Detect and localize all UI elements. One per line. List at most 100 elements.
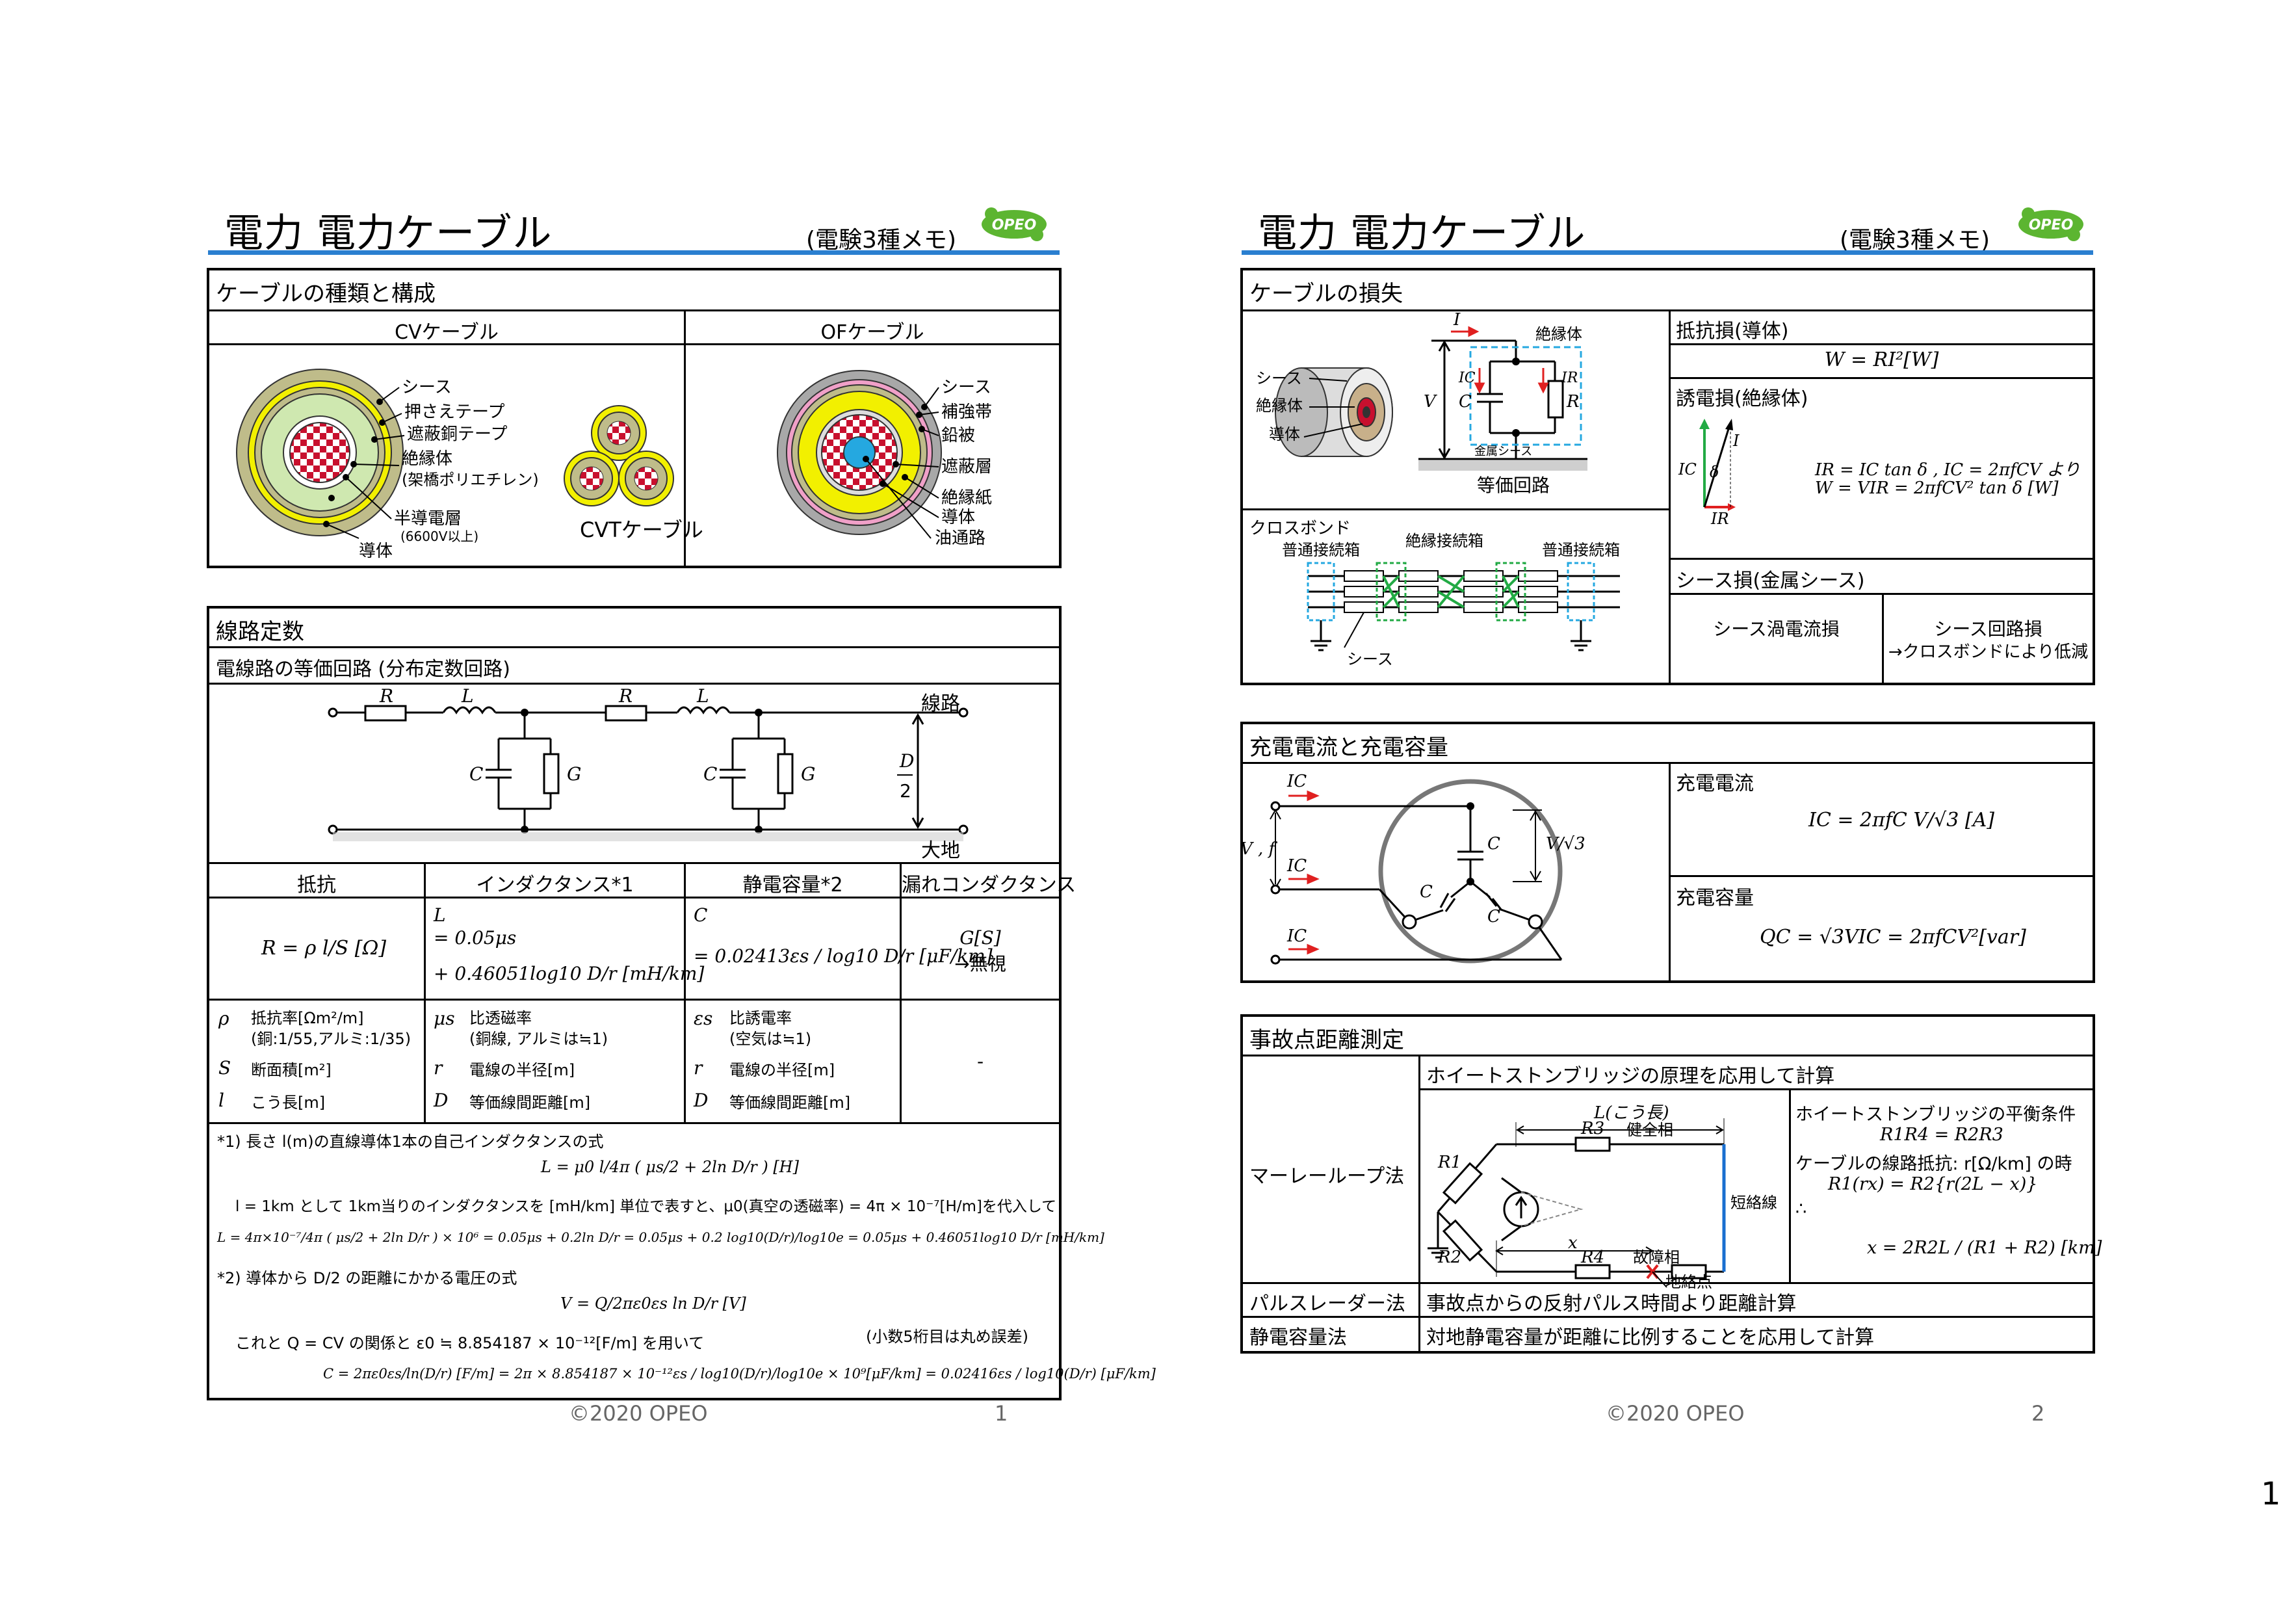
charging-box: 充電電流と充電容量	[1240, 722, 2095, 983]
phasor-diagram: I IC δ IR	[1678, 419, 1740, 528]
divider	[1243, 1055, 2093, 1056]
cv-part-tape: 押さえテープ	[404, 402, 504, 422]
dielectric-loss-title: 誘電損(絶縁体)	[1676, 387, 1808, 410]
label-C: C	[1487, 834, 1500, 854]
capacitance-method-desc: 対地静電容量が距離に比例することを応用して計算	[1426, 1326, 1875, 1349]
charging-circuit-diagram: IC IC IC V , f C C C V/√3	[1240, 772, 1585, 965]
label-L: L	[696, 685, 709, 707]
bridge-L: L(こう長)	[1593, 1103, 1669, 1123]
label-insulator: 絶縁体	[1535, 325, 1582, 343]
fault-location-box: 事故点距離測定 ホイートストンブリッジの原理を応用して計算 マーレーループ法	[1240, 1014, 2102, 1354]
footer-page-number: 1	[995, 1401, 1008, 1426]
divider	[1669, 377, 2093, 379]
cv-part-semicond: 半導電層	[394, 509, 462, 529]
crossbond-insulated: 絶縁接続箱	[1405, 532, 1483, 550]
resist-loss-formula: W = RI²[W]	[1824, 348, 1939, 371]
label-V-sqrt3: V/√3	[1546, 834, 1585, 854]
cable-part-sheath: シース	[1256, 369, 1302, 387]
opeo-logo: OPEO	[2018, 207, 2083, 241]
divider	[424, 862, 426, 1122]
crossbond-normal-left: 普通接続箱	[1282, 541, 1360, 559]
divider	[1669, 343, 2093, 345]
label-C: C	[1420, 882, 1433, 902]
of-part-paper: 絶縁紙	[941, 488, 992, 508]
leak-formula-1: G[S]	[959, 927, 1001, 949]
sym: ρ	[218, 1008, 229, 1029]
of-part-lead: 鉛被	[941, 426, 975, 445]
label-C: C	[1459, 392, 1472, 412]
divider	[209, 683, 1059, 685]
sym: εs	[694, 1008, 713, 1029]
cable-part-conductor: 導体	[1269, 425, 1300, 443]
phasor-IC: IC	[1678, 460, 1697, 479]
page-title: 電力 電力ケーブル	[1258, 211, 1586, 256]
def: 抵抗率[Ωm²/m]	[251, 1009, 364, 1027]
bridge-R1: R1	[1437, 1153, 1461, 1172]
label-G: G	[567, 763, 581, 785]
divider	[209, 999, 1059, 1001]
cv-label: CVケーブル	[395, 321, 499, 344]
line-resistance-condition: ケーブルの線路抵抗: r[Ω/km] の時	[1795, 1154, 2072, 1174]
bridge-x: x	[1568, 1233, 1578, 1253]
charging-current-formula: IC = 2πfC V/√3 [A]	[1808, 809, 1994, 832]
divider	[1669, 309, 1671, 683]
circuit-subheader: 電線路の等価回路 (分布定数回路)	[216, 658, 510, 681]
divider	[684, 862, 686, 1122]
section-header: ケーブルの種類と構成	[216, 281, 436, 307]
distance-formula: x = 2R2L / (R1 + R2) [km]	[1867, 1238, 2102, 1258]
logo-text: OPEO	[2029, 217, 2074, 233]
label-IC: IC	[1458, 370, 1476, 386]
resist-loss-title: 抵抗損(導体)	[1676, 320, 1789, 343]
sym: l	[218, 1090, 224, 1111]
def: 電線の半径[m]	[729, 1061, 835, 1079]
section-header: 事故点距離測定	[1249, 1027, 1404, 1053]
sym: D	[434, 1090, 449, 1111]
resistance-equation: R1(rx) = R2{r(2L − x)}	[1828, 1174, 2038, 1194]
murray-description: ホイートストンブリッジの原理を応用して計算	[1426, 1065, 1835, 1088]
logo-text: OPEO	[992, 217, 1037, 233]
cv-part-insulator: 絶縁体	[402, 449, 452, 469]
col-inductance: インダクタンス*1	[476, 874, 634, 897]
note-9: (小数5桁目は丸め誤差)	[866, 1328, 1028, 1346]
crossbond-sheath: シース	[1347, 650, 1393, 668]
divider	[1243, 1282, 2093, 1284]
note-5: *2) 導体から D/2 の距離にかかる電圧の式	[217, 1269, 517, 1287]
cvt-label: CVTケーブル	[580, 518, 703, 542]
cv-part-copper-tape: 遮蔽銅テープ	[407, 425, 507, 444]
section-header: 線路定数	[216, 619, 304, 645]
cable-types-box: ケーブルの種類と構成 CVケーブル OFケーブル シース 押さえテープ 遮蔽銅テ…	[207, 268, 1062, 568]
divider	[1789, 1088, 1791, 1282]
label-metal-sheath: 金属シース	[1474, 445, 1532, 458]
title-rule	[208, 250, 1060, 255]
crossbond-label: クロスボンド	[1249, 519, 1351, 538]
equiv-circuit-label: 等価回路	[1477, 475, 1550, 496]
col-capacitance: 静電容量*2	[742, 874, 843, 897]
divider	[1669, 875, 2093, 877]
section-header: ケーブルの損失	[1249, 281, 1403, 307]
label-IC: IC	[1286, 926, 1307, 946]
capacitance-formula-1: C	[694, 904, 708, 926]
of-part-sheath: シース	[941, 378, 991, 397]
label-V: V	[1424, 392, 1437, 412]
page-subtitle: (電験3種メモ)	[806, 227, 956, 254]
cable-part-insulator: 絶縁体	[1256, 397, 1303, 415]
sym: D	[694, 1090, 709, 1111]
page-title: 電力 電力ケーブル	[224, 211, 553, 256]
def: 等価線間距離[m]	[729, 1094, 851, 1112]
label-L: L	[461, 685, 474, 707]
divider	[1669, 558, 2093, 560]
divider	[209, 343, 1059, 345]
label-IC: IC	[1286, 856, 1307, 876]
footer-copyright: ©2020 OPEO	[1606, 1401, 1745, 1426]
def: (銅線, アルミは≒1)	[469, 1030, 608, 1048]
phasor-IR: IR	[1710, 510, 1729, 528]
sheath-eddy-loss: シース渦電流損	[1713, 618, 1840, 640]
label-R: R	[1566, 392, 1580, 412]
sym: S	[218, 1057, 231, 1079]
resistance-formula: R = ρ l/S [Ω]	[261, 937, 387, 960]
cable-loss-box: ケーブルの損失 シース 絶縁体 導体	[1240, 268, 2095, 685]
divider	[209, 309, 1059, 311]
of-part-band: 補強帯	[941, 402, 992, 422]
note-2: L = μ0 l/4π ( μs/2 + 2ln D/r ) [H]	[541, 1158, 799, 1176]
crossbond-diagram: 普通接続箱 絶縁接続箱 普通接続箱 シース	[1282, 532, 1620, 668]
